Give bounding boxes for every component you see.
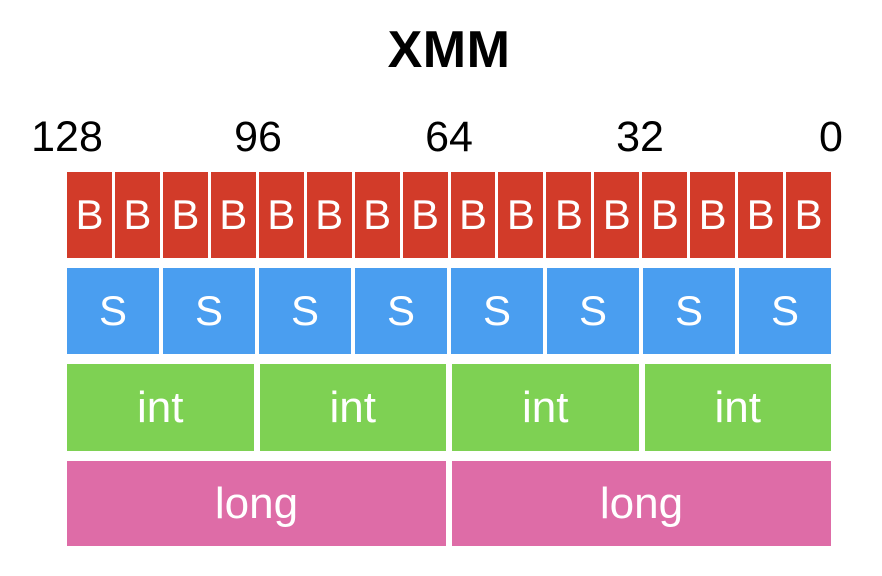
byte-row-cell: B [642, 172, 688, 258]
short-row-cell: S [67, 268, 159, 354]
long-row-cell: long [67, 461, 446, 546]
byte-row-cell: B [162, 172, 208, 258]
byte-row-cell: B [402, 172, 448, 258]
byte-row-cell: B [450, 172, 496, 258]
int-row-cell: int [259, 364, 446, 451]
int-row-cell: int [67, 364, 254, 451]
byte-row-cell: B [546, 172, 592, 258]
byte-row-cell: B [594, 172, 640, 258]
long-row-cell: long [452, 461, 831, 546]
bit-scale: 128 96 64 32 0 [31, 113, 843, 161]
byte-row-cell: B [67, 172, 112, 258]
byte-row-cell: B [306, 172, 352, 258]
byte-row-cell: B [210, 172, 256, 258]
bit-label-96: 96 [234, 113, 282, 161]
byte-row-cell: B [738, 172, 784, 258]
short-row-cell: S [451, 268, 543, 354]
bit-label-0: 0 [819, 113, 843, 161]
short-row-cell: S [259, 268, 351, 354]
short-row-cell: S [547, 268, 639, 354]
short-row-cell: S [739, 268, 831, 354]
byte-row-cell: B [498, 172, 544, 258]
bit-label-64: 64 [425, 113, 473, 161]
short-row-cell: S [355, 268, 447, 354]
int-row-cell: int [452, 364, 639, 451]
diagram-title: XMM [387, 21, 511, 79]
bit-label-128: 128 [31, 113, 103, 161]
byte-row-cell: B [690, 172, 736, 258]
bit-label-32: 32 [616, 113, 664, 161]
int-row-cell: int [644, 364, 831, 451]
short-row-cell: S [643, 268, 735, 354]
byte-row-cell: B [786, 172, 831, 258]
byte-row-cell: B [354, 172, 400, 258]
short-row-cell: S [163, 268, 255, 354]
byte-row-cell: B [258, 172, 304, 258]
byte-row-cell: B [114, 172, 160, 258]
